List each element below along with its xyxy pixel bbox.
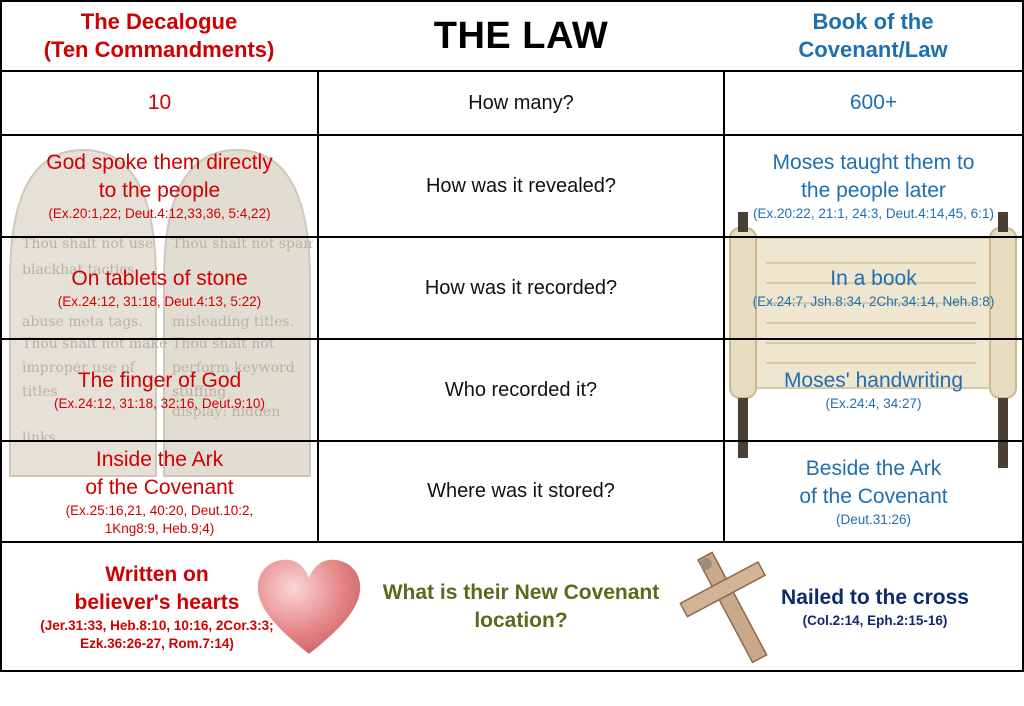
cell-reference: (Ex.20:1,22; Deut.4:12,33,36, 5:4,22) <box>48 206 271 221</box>
grid-line <box>723 70 725 542</box>
grid-line <box>317 70 319 542</box>
row-who-question: Who recorded it? <box>319 340 723 440</box>
cell-reference: (Ex.24:4, 34:27) <box>825 396 922 411</box>
grid-line <box>1022 0 1024 672</box>
row-recorded-right: In a book (Ex.24:7, Jsh.8:34, 2Chr.34:14… <box>725 238 1022 338</box>
grid-line <box>0 338 1024 340</box>
question-text: How was it recorded? <box>424 276 618 299</box>
row-revealed-left: God spoke them directly to the people (E… <box>2 136 317 236</box>
header-left: The Decalogue (Ten Commandments) <box>0 2 318 70</box>
row-revealed-right: Moses taught them to the people later (E… <box>725 136 1022 236</box>
new-covenant-question: What is their New Covenant location? <box>382 581 660 632</box>
bottom-question: What is their New Covenant location? <box>360 548 682 666</box>
row-stored-question: Where was it stored? <box>319 442 723 541</box>
bottom-right: Nailed to the cross (Col.2:14, Eph.2:15-… <box>750 548 1000 666</box>
cell-reference: (Ex.24:12, 31:18, 32:16, Deut.9:10) <box>54 396 265 411</box>
tablet-text-left-5: improper use of <box>22 360 137 376</box>
tablet-text-left-1: Thou shalt not use <box>22 236 153 252</box>
cell-main-text: The finger of God <box>77 369 242 392</box>
new-covenant-left-main: Written on believer's hearts <box>74 563 240 614</box>
bottom-left: Written on believer's hearts (Jer.31:33,… <box>4 548 310 666</box>
tablet-text-left-6: titles <box>22 384 58 400</box>
cell-main-text: Moses taught them to the people later <box>772 151 975 202</box>
tablet-text-left-3: abuse meta tags. <box>22 314 143 330</box>
row-who-right: Moses' handwriting (Ex.24:4, 34:27) <box>725 340 1022 440</box>
cell-main-text: Inside the Ark of the Covenant <box>85 447 234 499</box>
decalogue-title: The Decalogue (Ten Commandments) <box>43 9 275 62</box>
cell-main-text: 10 <box>147 91 172 114</box>
cell-reference: (Ex.24:7, Jsh.8:34, 2Chr.34:14, Neh.8:8) <box>752 294 995 309</box>
row-stored-right: Beside the Ark of the Covenant (Deut.31:… <box>725 442 1022 541</box>
row-who-left: The finger of God (Ex.24:12, 31:18, 32:1… <box>2 340 317 440</box>
book-of-covenant-title: Book of the Covenant/Law <box>798 9 948 62</box>
heart-icon <box>257 559 361 654</box>
wooden-cross-icon <box>679 551 768 664</box>
row-revealed-question: How was it revealed? <box>319 136 723 236</box>
tablet-text-right-2: misleading titles. <box>172 314 294 330</box>
cell-reference: (Ex.20:22, 21:1, 24:3, Deut.4:14,45, 6:1… <box>753 206 994 221</box>
grid-line <box>0 236 1024 238</box>
tablet-text-left-7: links <box>22 430 56 446</box>
cell-reference: (Ex.24:12, 31:18, Deut.4:13, 5:22) <box>57 294 262 309</box>
grid-line <box>0 541 1024 543</box>
cell-main-text: In a book <box>830 267 917 290</box>
question-text: How was it revealed? <box>425 174 617 197</box>
new-covenant-right-ref: (Col.2:14, Eph.2:15-16) <box>802 613 948 628</box>
tablet-text-right-5: stuffing <box>172 384 226 400</box>
new-covenant-right-main: Nailed to the cross <box>781 586 969 609</box>
tablet-text-left-4: Thou shalt not make <box>22 336 167 352</box>
tablet-text-right-4: perform keyword <box>172 360 295 376</box>
grid-line <box>0 440 1024 442</box>
cell-main-text: 600+ <box>849 91 898 114</box>
row-recorded-question: How was it recorded? <box>319 238 723 338</box>
row-how-many-question: How many? <box>319 72 723 134</box>
cell-reference: (Ex.25:16,21, 40:20, Deut.10:2, 1Kng8:9,… <box>65 502 254 536</box>
header-right: Book of the Covenant/Law <box>724 2 1022 70</box>
torah-scroll-icon <box>729 212 1017 468</box>
tablet-text-right-3: Thou shalt not <box>172 336 275 352</box>
cell-main-text: Moses' handwriting <box>783 369 964 392</box>
row-stored-left: Inside the Ark of the Covenant (Ex.25:16… <box>2 442 317 541</box>
question-text: Who recorded it? <box>444 378 598 401</box>
tablet-text-left-2: blackhat tactics <box>22 262 135 278</box>
row-how-many-left: 10 <box>2 72 317 134</box>
grid-line <box>0 0 1024 2</box>
cell-main-text: God spoke them directly to the people <box>46 151 273 202</box>
row-how-many-right: 600+ <box>725 72 1022 134</box>
tablet-text-right-1: Thou shalt not spam <box>172 236 313 252</box>
grid-line <box>0 70 1024 72</box>
grid-line <box>0 134 1024 136</box>
cell-main-text: Beside the Ark of the Covenant <box>799 456 948 508</box>
question-text: How many? <box>468 91 574 114</box>
question-text: Where was it stored? <box>427 480 615 502</box>
row-recorded-left: On tablets of stone (Ex.24:12, 31:18, De… <box>2 238 317 338</box>
new-covenant-left-ref: (Jer.31:33, Heb.8:10, 10:16, 2Cor.3:3; E… <box>40 618 274 651</box>
grid-line <box>0 0 2 672</box>
cell-reference: (Deut.31:26) <box>835 511 912 527</box>
cell-main-text: On tablets of stone <box>71 267 248 290</box>
tablet-text-right-6: display: hidden <box>172 404 280 420</box>
stone-tablets-icon: Thou shalt not use blackhat tactics abus… <box>9 148 313 477</box>
page-title: THE LAW <box>433 14 609 57</box>
header-center: THE LAW <box>318 2 724 70</box>
grid-line <box>0 670 1024 672</box>
